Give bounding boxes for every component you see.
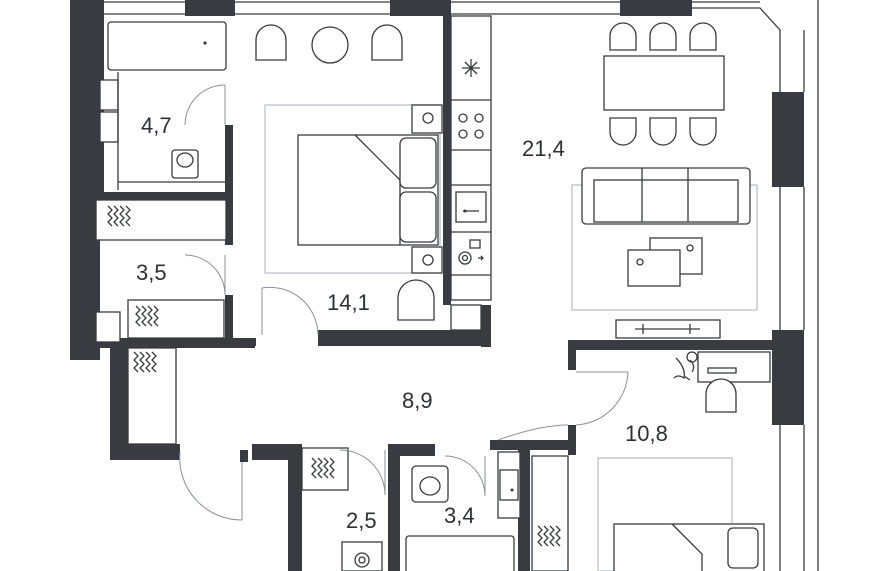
wall-laundry-bottom	[96, 338, 256, 346]
washer-icon	[458, 239, 484, 265]
room-area-living: 21,4	[522, 136, 565, 161]
dining-table	[603, 55, 725, 111]
chair-1	[255, 24, 287, 61]
room-area-bedroom-2: 10,8	[625, 421, 668, 446]
room-area-bedroom: 14,1	[327, 290, 370, 315]
hall-fixtures	[127, 347, 569, 521]
laundry-fixtures	[95, 199, 227, 339]
armchair	[397, 279, 435, 321]
desk-chair	[705, 378, 737, 413]
bedroom-furniture	[255, 24, 443, 336]
kitchen	[450, 15, 492, 301]
wall-entry-bottom	[110, 444, 180, 460]
outer-lines	[95, 0, 819, 571]
chair-2	[371, 24, 403, 61]
hanger-icon-1	[107, 205, 131, 227]
wall-wc2-top	[390, 444, 435, 456]
wall-right-pillar-2	[772, 330, 804, 425]
wall-wc-mid	[388, 444, 400, 571]
wall-top-2	[390, 0, 450, 16]
bathroom-fixtures	[99, 21, 227, 190]
wall-bedroom-left-low	[225, 295, 233, 340]
room-area-bathroom: 4,7	[141, 113, 172, 138]
plant-icon	[673, 357, 695, 381]
bathtub	[107, 21, 227, 71]
coffee-table-2	[627, 249, 681, 287]
room-area-hall: 8,9	[402, 388, 433, 413]
wall-left	[70, 0, 100, 360]
wardrobe	[127, 347, 177, 445]
nightstand-1	[411, 104, 443, 134]
living-room-furniture	[571, 22, 758, 339]
wall-br2-top	[568, 340, 773, 350]
wall-bath-bottom	[96, 192, 231, 200]
sofa	[581, 167, 751, 225]
room-area-laundry: 3,5	[136, 260, 167, 285]
round-table	[311, 26, 349, 64]
wall-br2-bottom	[490, 440, 575, 450]
wall-bedroom-kitchen	[443, 0, 451, 305]
wall-bedroom-bottom	[318, 330, 488, 346]
walls	[70, 0, 804, 571]
wc-2-fixtures	[405, 451, 569, 571]
desk	[697, 351, 771, 383]
wall-entry-door-stub	[240, 450, 248, 462]
sink-2	[99, 111, 119, 143]
wall-right-pillar-1	[772, 92, 804, 187]
hanger-icon-2	[135, 305, 159, 327]
wall-kitchen-corner	[481, 305, 491, 347]
sink-3	[499, 469, 519, 501]
wall-wc-left	[288, 444, 302, 571]
snowflake-icon	[462, 59, 480, 77]
pillow-2	[399, 191, 437, 243]
kitchen-sink	[455, 191, 487, 223]
wall-br2-top-stub	[568, 340, 576, 370]
stove-icon	[458, 113, 484, 139]
sink	[99, 79, 119, 111]
wall-bedroom-left	[225, 125, 233, 245]
wall-entry-left	[110, 348, 128, 458]
wc-1-fixtures	[301, 447, 386, 571]
bedroom-rug	[264, 104, 441, 274]
wall-wc2-right	[518, 444, 530, 571]
room-area-wc-2: 3,4	[444, 503, 475, 528]
pillow-1	[399, 137, 437, 189]
shower-tray	[405, 535, 515, 571]
room-area-wc-1: 2,5	[346, 508, 377, 533]
wall-top-1	[185, 0, 235, 16]
bedroom-2-furniture	[575, 351, 771, 571]
bedroom-2-rug	[597, 457, 733, 571]
nightstand-2	[411, 246, 443, 274]
hanger-icon-3	[537, 525, 561, 547]
wall-top-3	[620, 0, 692, 16]
